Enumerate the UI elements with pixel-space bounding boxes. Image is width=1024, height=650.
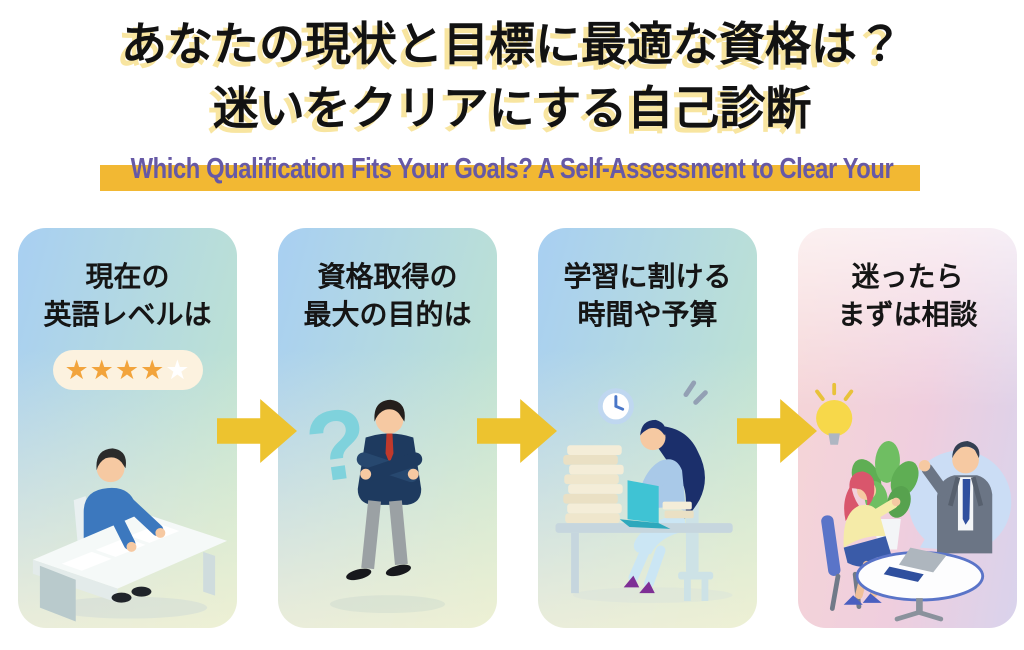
step-2-title-line2: 最大の目的は <box>303 299 472 330</box>
step-card-purpose: 資格取得の 最大の目的は ? <box>278 228 497 628</box>
page-title-line2: 迷いをクリアにする自己診断 <box>212 82 812 134</box>
person-at-desk-illustration <box>32 448 228 622</box>
thinking-man-illustration: ? <box>299 387 446 614</box>
page-title-line1: あなたの現状と目標に最適な資格は？ <box>121 18 903 70</box>
clock-icon <box>597 388 634 425</box>
stress-marks <box>683 380 708 405</box>
step-2-title: 資格取得の 最大の目的は <box>278 258 497 334</box>
step-2-title-line1: 資格取得の <box>317 261 458 292</box>
studying-woman-illustration <box>555 380 733 603</box>
step-card-consultation: 迷ったら まずは相談 <box>798 228 1017 628</box>
step-4-title: 迷ったら まずは相談 <box>798 258 1017 334</box>
step-3-title-line1: 学習に割ける <box>563 261 732 292</box>
laptop-icon <box>883 547 947 582</box>
advisor-man <box>918 440 993 554</box>
step-card-current-level: 現在の 英語レベルは ★★★★★ <box>18 228 237 628</box>
paper-stack <box>563 445 624 524</box>
subtitle-section: Which Qualification Fits Your Goals? A S… <box>0 150 1024 192</box>
step-4-title-line1: 迷ったら <box>851 261 964 292</box>
step-1-title-line1: 現在の <box>85 261 170 292</box>
step-4-title-line2: まずは相談 <box>837 299 978 330</box>
laptop-icon <box>619 480 671 529</box>
step-1-title-line2: 英語レベルは <box>43 299 212 330</box>
step-card-time-budget: 学習に割ける 時間や予算 <box>538 228 757 628</box>
desk <box>555 523 733 533</box>
consultation-illustration <box>815 382 1012 622</box>
empty-star-icon: ★ <box>165 354 191 385</box>
step-3-title-line2: 時間や予算 <box>577 299 718 330</box>
red-tie <box>385 433 394 464</box>
paper <box>61 551 112 571</box>
star-rating: ★★★★★ <box>52 350 203 390</box>
step-3-title: 学習に割ける 時間や予算 <box>538 258 757 334</box>
subtitle-text: Which Qualification Fits Your Goals? A S… <box>130 153 894 185</box>
filled-stars-icon: ★★★★ <box>64 354 166 385</box>
lightbulb-icon <box>815 382 854 445</box>
steps-row: 現在の 英語レベルは ★★★★★ <box>0 228 1024 628</box>
page-title: あなたの現状と目標に最適な資格は？ 迷いをクリアにする自己診断 <box>0 0 1024 140</box>
step-1-title: 現在の 英語レベルは <box>18 258 237 334</box>
subtitle-highlight-bar <box>100 165 920 191</box>
